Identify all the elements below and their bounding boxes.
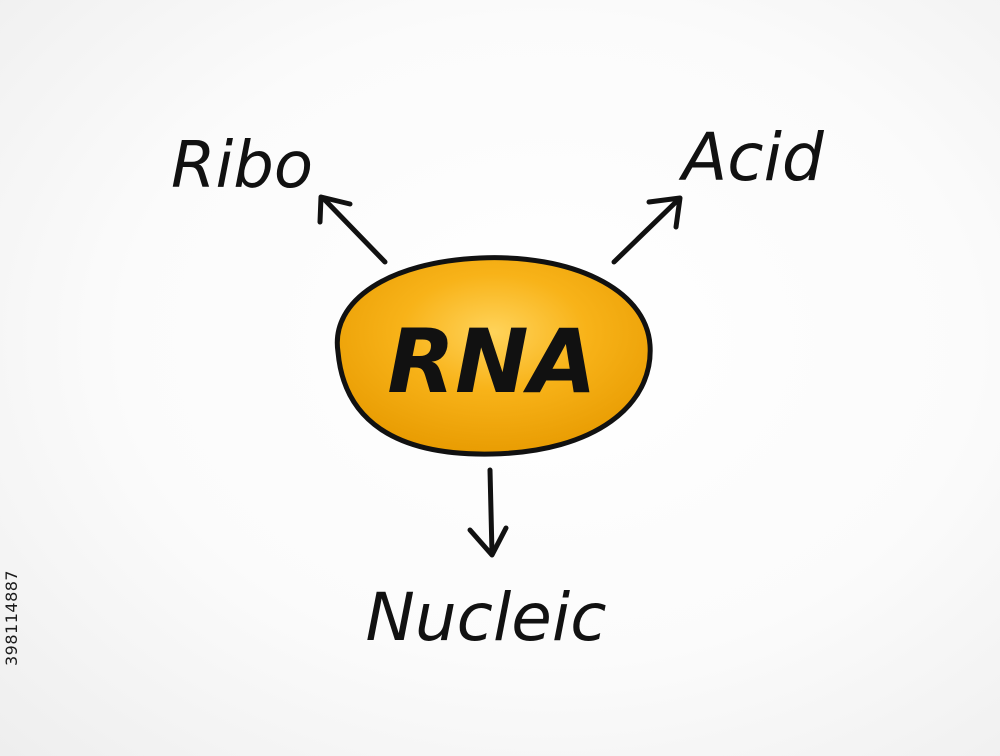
center-node: RNA — [334, 255, 653, 457]
arrow-ribo — [317, 194, 388, 265]
branch-label-acid: Acid — [678, 119, 825, 196]
stock-id-watermark: 398114887 — [2, 569, 21, 666]
center-oval — [334, 255, 653, 457]
arrow-acid — [611, 195, 683, 265]
branch-label-ribo: Ribo — [171, 129, 313, 203]
center-label: RNA — [387, 310, 597, 413]
branch-label-nucleic: Nucleic — [365, 579, 606, 656]
arrow-nucleic — [467, 467, 509, 558]
